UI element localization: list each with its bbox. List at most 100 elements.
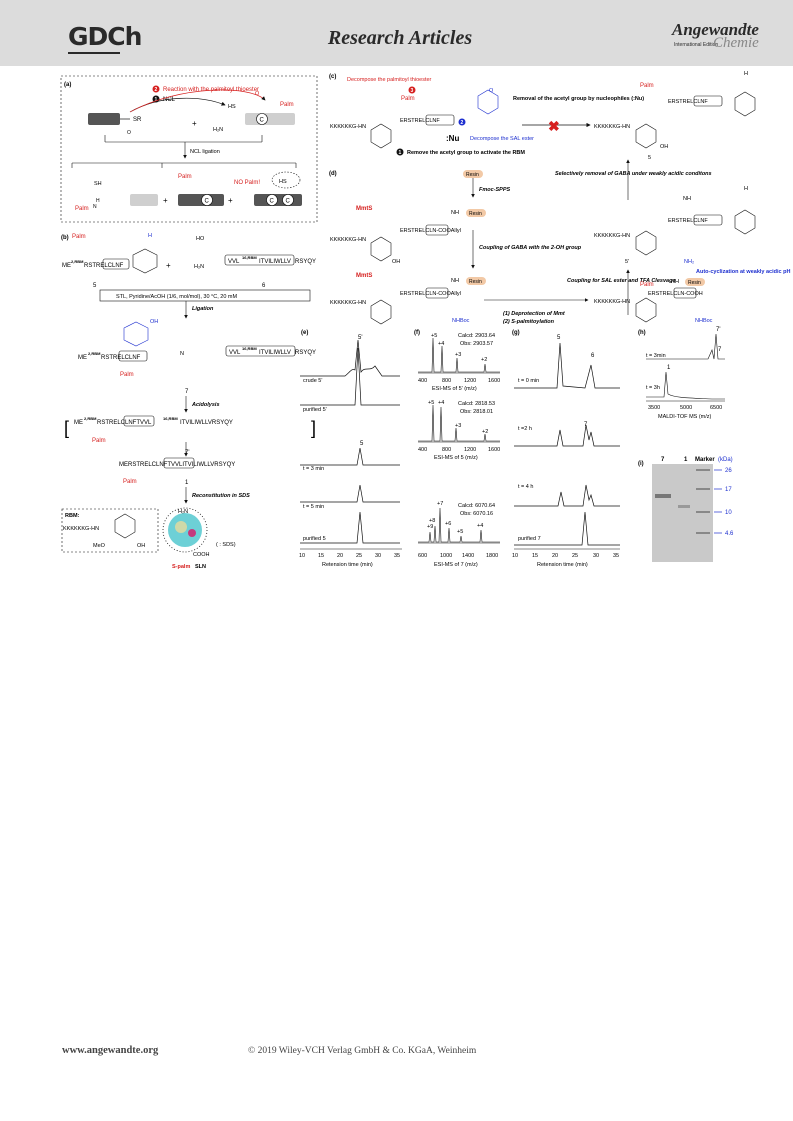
svg-text:t =2 h: t =2 h — [518, 426, 532, 432]
svg-text:Retension time (min): Retension time (min) — [537, 562, 588, 568]
ligation-conditions: STL, Pyridine/AcOH (1/6, mol/mol), 30 °C… — [116, 294, 238, 300]
svg-text:NH: NH — [671, 279, 679, 285]
svg-text:ME: ME — [74, 420, 83, 426]
svg-text:ITVILIWLLV: ITVILIWLLV — [259, 350, 291, 356]
svg-text:7': 7' — [185, 450, 189, 456]
svg-text:Decompose the SAL ester: Decompose the SAL ester — [470, 136, 534, 142]
panel-d: (d) Resin Fmoc-SPPS MmtS NH Resin KKKKKK… — [329, 159, 790, 325]
svg-text:t = 4 h: t = 4 h — [518, 484, 533, 490]
svg-text:1200: 1200 — [464, 447, 476, 453]
svg-text:+4: +4 — [438, 341, 444, 347]
panel-a-label: (a) — [64, 82, 71, 88]
journal-edition: International Edition — [674, 42, 719, 48]
svg-text:+2: +2 — [482, 429, 488, 435]
svg-text:Resin: Resin — [466, 172, 479, 178]
svg-text:SH: SH — [94, 181, 102, 187]
svg-text:7: 7 — [661, 457, 665, 463]
svg-text:Obs: 6070.16: Obs: 6070.16 — [460, 511, 493, 517]
svg-text:ME: ME — [78, 355, 87, 361]
svg-text:NHBoc: NHBoc — [452, 318, 470, 324]
svg-text:C: C — [260, 118, 265, 124]
svg-text:KKKKKKG-HN: KKKKKKG-HN — [63, 526, 99, 532]
svg-text:ERSTRELCLNF: ERSTRELCLNF — [668, 218, 708, 224]
svg-text:+: + — [163, 196, 168, 205]
svg-text:400: 400 — [418, 378, 427, 384]
svg-text:COOH: COOH — [193, 552, 210, 558]
panel-e: (e) 5' 5 crude 5' purified 5' t = 3 min … — [299, 330, 402, 568]
panel-g: (g) 5 6 7 t = 0 min t =2 h t = 4 h purif… — [512, 330, 620, 568]
svg-text:7': 7' — [716, 327, 720, 333]
svg-text:+3: +3 — [455, 352, 461, 358]
svg-text:Acidolysis: Acidolysis — [191, 402, 220, 408]
e-trace-label-3: t = 5 min — [303, 504, 324, 510]
svg-text:(2) S-palmitoylation: (2) S-palmitoylation — [503, 319, 555, 325]
marker-band — [696, 511, 710, 513]
svg-text:MERSTRELCLNFTVVLITVILIWLLVRSYQ: MERSTRELCLNFTVVLITVILIWLLVRSYQY — [119, 462, 235, 468]
svg-text:ESI-MS of 5' (m/z): ESI-MS of 5' (m/z) — [432, 386, 477, 392]
svg-text:HO: HO — [196, 236, 205, 242]
panel-i: (i) 7 1 Marker (kDa) 26 17 10 4.6 — [638, 457, 734, 562]
svg-text:Palm: Palm — [120, 372, 134, 378]
svg-text:ESI-MS of 5 (m/z): ESI-MS of 5 (m/z) — [434, 455, 478, 461]
svg-text:t = 0 min: t = 0 min — [518, 378, 539, 384]
svg-text:Coupling of GABA with the 2-OH: Coupling of GABA with the 2-OH group — [479, 245, 582, 251]
svg-text:H: H — [744, 186, 748, 192]
section-title: Research Articles — [327, 27, 473, 49]
svg-text:(f): (f) — [414, 330, 420, 336]
svg-text:Resin: Resin — [469, 279, 482, 285]
svg-text:(h): (h) — [638, 330, 646, 336]
footer-website[interactable]: www.angewandte.org — [62, 1045, 159, 1056]
svg-text:5: 5 — [93, 283, 97, 289]
svg-text:ERSTRELCLN-COOAllyl: ERSTRELCLN-COOAllyl — [400, 291, 461, 297]
svg-text:30: 30 — [375, 553, 381, 559]
svg-text:10: 10 — [299, 553, 305, 559]
svg-text:H: H — [96, 198, 100, 204]
svg-text:(b): (b) — [61, 235, 69, 241]
e-trace-label-1: purified 5' — [303, 407, 327, 413]
svg-text:+: + — [166, 261, 171, 270]
svg-text:600: 600 — [418, 553, 427, 559]
svg-text:5: 5 — [648, 155, 651, 161]
marker-band — [696, 532, 710, 534]
svg-text:ERSTRELCLNF: ERSTRELCLNF — [400, 118, 440, 124]
svg-text:4.6: 4.6 — [725, 531, 734, 537]
svg-text:NH: NH — [683, 196, 691, 202]
svg-text:35: 35 — [394, 553, 400, 559]
svg-text:+4: +4 — [438, 400, 444, 406]
svg-text:Calcd: 6070.64: Calcd: 6070.64 — [458, 503, 495, 509]
svg-text:Palm: Palm — [92, 438, 106, 444]
svg-text:1800: 1800 — [486, 553, 498, 559]
svg-text:Palm: Palm — [640, 83, 654, 89]
svg-text:Remove the acetyl group to act: Remove the acetyl group to activate the … — [407, 150, 525, 156]
gel-band-7 — [655, 494, 671, 498]
svg-text:20: 20 — [337, 553, 343, 559]
svg-text:NCL ligation: NCL ligation — [190, 149, 220, 155]
svg-text:Reconstitution in SDS: Reconstitution in SDS — [192, 493, 250, 499]
svg-text:2,RBM: 2,RBM — [88, 351, 101, 356]
svg-text:RSYQY: RSYQY — [295, 259, 316, 265]
svg-text:( : SDS): ( : SDS) — [216, 542, 236, 548]
svg-text:+5: +5 — [428, 400, 434, 406]
svg-text:H₂N: H₂N — [178, 509, 188, 515]
svg-text:1: 1 — [399, 150, 402, 156]
step1-text: NCL — [163, 97, 176, 103]
svg-text:7: 7 — [718, 347, 722, 353]
svg-text:16,RBM: 16,RBM — [242, 255, 257, 260]
svg-text:10: 10 — [725, 510, 732, 516]
svg-text:Calcd: 2818.53: Calcd: 2818.53 — [458, 401, 495, 407]
journal-header: GDCh Research Articles Angewandte Intern… — [0, 0, 793, 66]
svg-text:MALDI-TOF MS (m/z): MALDI-TOF MS (m/z) — [658, 414, 712, 420]
svg-text:ITVILIWLLVRSYQY: ITVILIWLLVRSYQY — [180, 420, 233, 426]
svg-text:ERSTRELCLN-COOH: ERSTRELCLN-COOH — [648, 291, 703, 297]
svg-text:KKKKKKG-HN: KKKKKKG-HN — [594, 299, 630, 305]
svg-text:400: 400 — [418, 447, 427, 453]
svg-text:ESI-MS of 7 (m/z): ESI-MS of 7 (m/z) — [434, 562, 478, 568]
svg-text:2,RBM: 2,RBM — [84, 416, 97, 421]
svg-text:+: + — [192, 119, 197, 128]
svg-text:+5: +5 — [457, 529, 463, 535]
svg-text:1: 1 — [155, 97, 158, 103]
svg-text:(1) Deprotection of Mmt: (1) Deprotection of Mmt — [503, 311, 566, 317]
svg-text:Ligation: Ligation — [192, 306, 214, 312]
svg-text:MeO: MeO — [93, 543, 106, 549]
